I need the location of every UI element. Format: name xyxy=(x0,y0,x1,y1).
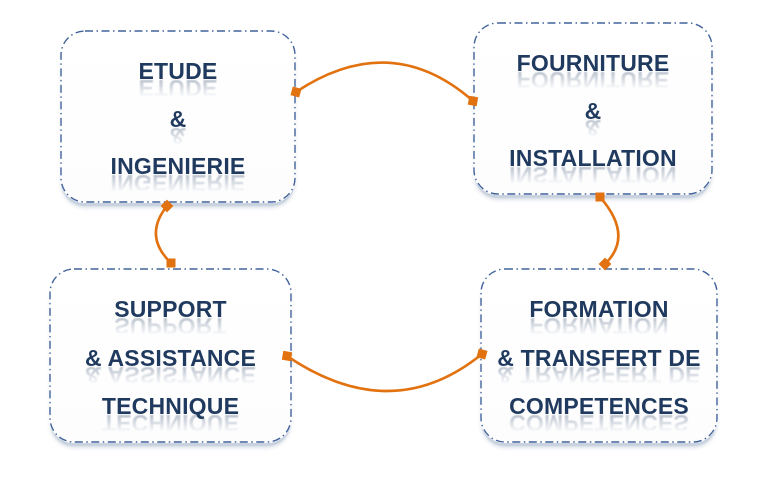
box-label: ETUDE xyxy=(138,58,218,84)
box-label: COMPETENCES xyxy=(509,393,689,419)
box-text-line: COMPETENCES COMPETENCES xyxy=(486,391,712,436)
process-box-fourniture-installation: FOURNITURE FOURNITURE & & INSTALLATION I… xyxy=(473,22,713,195)
box-text-line: SUPPORT SUPPORT xyxy=(55,294,286,339)
process-box-formation-transfert: FORMATION FORMATION & TRANSFERT DE & TRA… xyxy=(480,268,718,443)
box-label: INGENIERIE xyxy=(110,153,246,179)
box-text-line: ETUDE ETUDE xyxy=(66,56,290,101)
connector-endpoint-marker xyxy=(166,258,176,268)
connector-support-to-etude xyxy=(154,204,173,265)
box-text-line: INSTALLATION INSTALLATION xyxy=(479,143,707,188)
process-box-etude-ingenierie: ETUDE ETUDE & & INGENIERIE INGENIERIE xyxy=(60,30,296,203)
box-text-line: & & xyxy=(66,104,290,149)
connector-formation-to-support xyxy=(285,352,484,393)
box-label: SUPPORT xyxy=(114,296,227,322)
box-label: & xyxy=(584,97,602,124)
connector-fourniture-to-formation xyxy=(598,195,620,266)
box-text-line: FOURNITURE FOURNITURE xyxy=(479,48,707,93)
box-label: & TRANSFERT DE xyxy=(497,344,701,371)
box-label: FORMATION xyxy=(529,296,669,322)
box-text-line: FORMATION FORMATION xyxy=(486,294,712,339)
box-label: INSTALLATION xyxy=(509,145,677,171)
box-text-line: & TRANSFERT DE & TRANSFERT DE xyxy=(486,343,712,388)
process-box-support-assistance: SUPPORT SUPPORT & ASSISTANCE & ASSISTANC… xyxy=(49,268,292,443)
box-text-line: & & xyxy=(479,96,707,141)
box-label: TECHNIQUE xyxy=(101,393,240,419)
box-label: & xyxy=(169,105,187,132)
box-label: FOURNITURE xyxy=(516,50,670,76)
box-label: & ASSISTANCE xyxy=(84,344,257,371)
connector-etude-to-fourniture xyxy=(294,61,475,103)
box-text-line: TECHNIQUE TECHNIQUE xyxy=(55,391,286,436)
box-text-line: & ASSISTANCE & ASSISTANCE xyxy=(55,343,286,388)
box-text-line: INGENIERIE INGENIERIE xyxy=(66,151,290,196)
